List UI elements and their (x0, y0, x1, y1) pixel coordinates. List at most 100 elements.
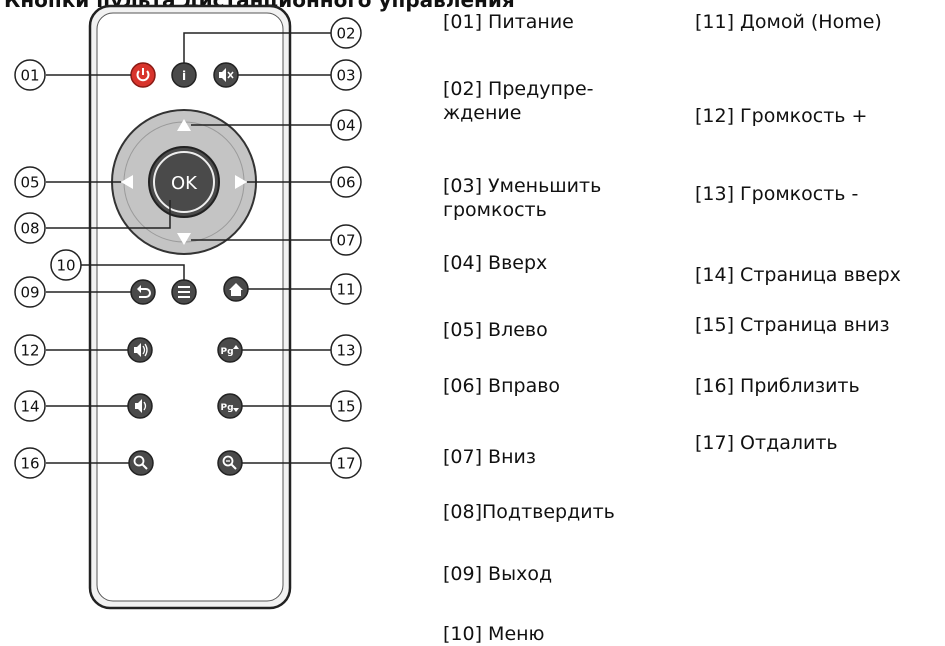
legend-number: [03] (443, 175, 483, 197)
zoom-out-icon (222, 455, 237, 470)
down-arrow-icon[interactable] (177, 233, 191, 245)
callout-05: 05 (14, 166, 46, 198)
legend-label: Отдалить (734, 432, 838, 454)
legend-label: Влево (482, 319, 548, 341)
legend-number: [07] (443, 446, 483, 468)
legend-item: [13] Громкость - (695, 182, 858, 206)
legend-number: [09] (443, 563, 483, 585)
legend-number: [12] (695, 105, 735, 127)
volume-up-button[interactable] (127, 337, 153, 363)
legend-label: Страница вверх (734, 264, 901, 286)
callout-number: 02 (336, 25, 355, 43)
legend-item: [17] Отдалить (695, 431, 838, 455)
legend-number: [01] (443, 11, 483, 33)
mute-button[interactable] (213, 62, 239, 88)
legend-label: Питание (482, 11, 574, 33)
power-button[interactable] (130, 62, 156, 88)
callout-number: 10 (56, 257, 75, 275)
legend-number: [08] (443, 501, 483, 523)
legend-label: Выход (482, 563, 553, 585)
legend-label: Вверх (482, 252, 548, 274)
ok-label: OK (171, 173, 198, 194)
legend-label: Вправо (482, 375, 561, 397)
legend-item: [14] Страница вверх (695, 263, 901, 287)
home-button[interactable] (223, 276, 249, 302)
power-icon (136, 70, 150, 82)
legend-number: [15] (695, 314, 735, 336)
legend-number: [16] (695, 375, 735, 397)
volume-up-icon (134, 343, 141, 357)
callout-04: 04 (330, 109, 362, 141)
legend-label: Подтвердить (482, 501, 615, 523)
legend-item: [05] Влево (443, 318, 548, 342)
legend-number: [14] (695, 264, 735, 286)
volume-down-button[interactable] (127, 393, 153, 419)
legend-item: [04] Вверх (443, 251, 547, 275)
up-arrow-icon[interactable] (177, 119, 191, 131)
callout-number: 15 (336, 398, 355, 416)
page-up-button[interactable]: Pg (217, 337, 243, 363)
callout-16: 16 (14, 447, 46, 479)
back-icon (139, 288, 151, 298)
legend-item: [10] Меню (443, 622, 545, 646)
callout-number: 08 (20, 220, 39, 238)
back-button[interactable] (130, 279, 156, 305)
callout-number: 16 (20, 455, 39, 473)
legend-item: [03] Уменьшить громкость (443, 174, 601, 222)
callout-number: 06 (336, 174, 355, 192)
page-down-button[interactable]: Pg (217, 393, 243, 419)
callout-number: 17 (336, 455, 355, 473)
legend-label: Уменьшить громкость (443, 175, 602, 221)
callout-number: 12 (20, 342, 39, 360)
callout-number: 05 (20, 174, 39, 192)
legend-label: Страница вниз (734, 314, 890, 336)
info-button[interactable]: i (171, 62, 197, 88)
volume-down-icon (135, 399, 142, 413)
callout-01: 01 (14, 59, 46, 91)
menu-button[interactable] (171, 279, 197, 305)
legend-item: [11] Домой (Home) (695, 10, 882, 34)
callout-03: 03 (330, 59, 362, 91)
legend-label: Вниз (482, 446, 536, 468)
callout-number: 09 (20, 284, 39, 302)
zoom-in-icon (133, 455, 148, 470)
legend-item: [02] Предупре- ждение (443, 77, 594, 125)
legend-label: Громкость + (734, 105, 868, 127)
dpad: OK (111, 109, 257, 255)
right-arrow-icon[interactable] (235, 175, 247, 189)
left-arrow-icon[interactable] (121, 175, 133, 189)
callout-number: 07 (336, 232, 355, 250)
remote-diagram: OK i (14, 4, 362, 610)
ok-button[interactable] (148, 146, 220, 218)
callout-13: 13 (330, 334, 362, 366)
remote-body (88, 4, 292, 610)
legend-item: [16] Приблизить (695, 374, 860, 398)
legend-item: [09] Выход (443, 562, 552, 586)
legend-item: [12] Громкость + (695, 104, 867, 128)
callout-14: 14 (14, 390, 46, 422)
legend-number: [10] (443, 623, 483, 645)
callout-lines (46, 32, 332, 464)
callout-06: 06 (330, 166, 362, 198)
callout-02: 02 (330, 17, 362, 49)
callout-17: 17 (330, 447, 362, 479)
legend-number: [06] (443, 375, 483, 397)
callout-11: 11 (330, 273, 362, 305)
callout-08: 08 (14, 212, 46, 244)
legend-item: [01] Питание (443, 10, 574, 34)
callout-09: 09 (14, 276, 46, 308)
callout-number: 13 (336, 342, 355, 360)
info-icon: i (182, 69, 186, 83)
legend-label: Громкость - (734, 183, 859, 205)
legend-label: Приблизить (734, 375, 860, 397)
callout-number: 01 (20, 67, 39, 85)
zoom-in-button[interactable] (128, 450, 154, 476)
legend-label: Домой (Home) (734, 11, 882, 33)
mute-icon (219, 68, 226, 82)
page-down-icon: Pg (220, 403, 233, 413)
callout-number: 11 (336, 281, 355, 299)
callout-number: 04 (336, 117, 355, 135)
zoom-out-button[interactable] (217, 450, 243, 476)
legend-item: [08]Подтвердить (443, 500, 615, 524)
legend-item: [15] Страница вниз (695, 313, 890, 337)
